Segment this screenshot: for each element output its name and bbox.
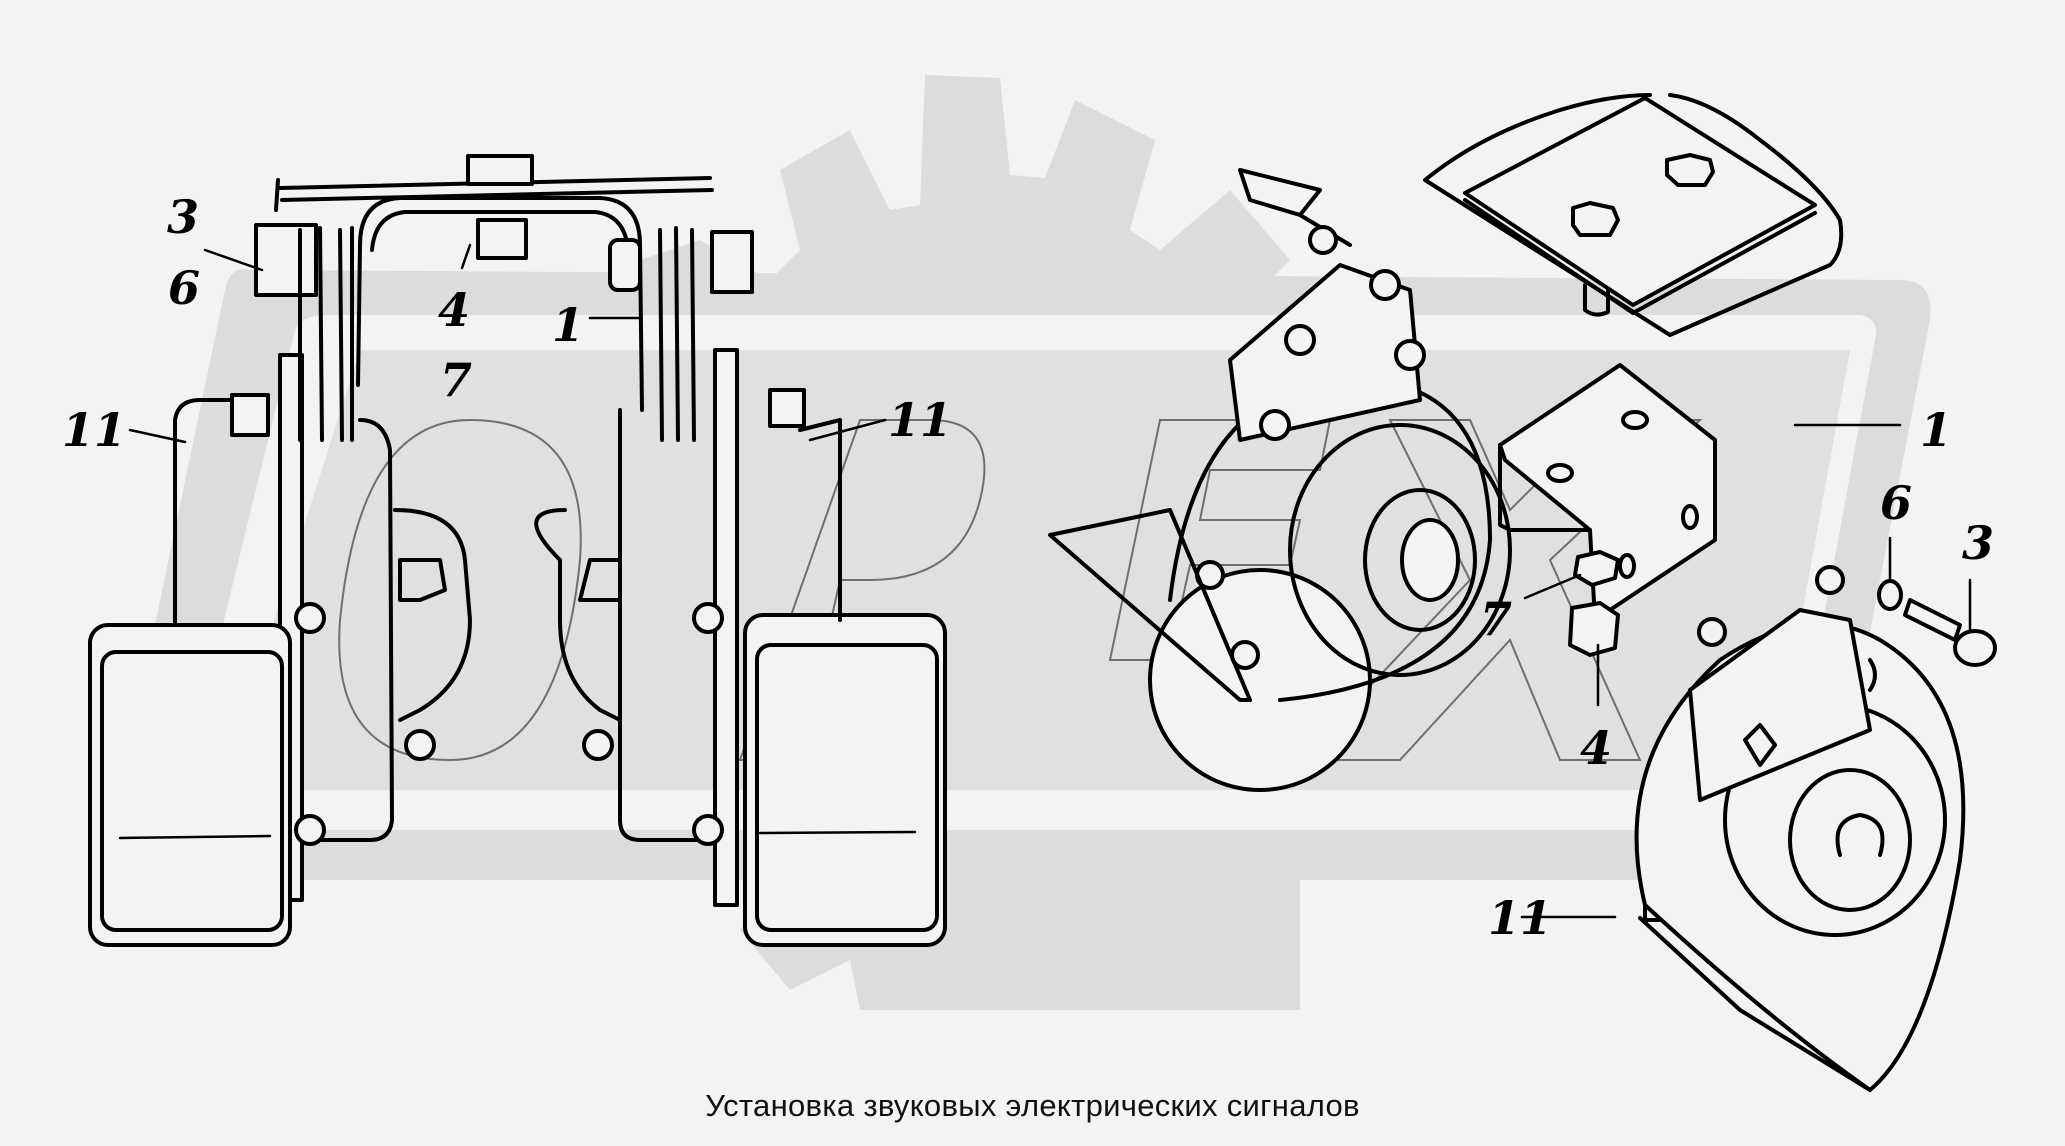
callout-3-left: 3 [167, 190, 200, 244]
plate-bolt-1 [1571, 201, 1620, 237]
callout-7-left: 7 [440, 353, 473, 407]
callout-3-right: 3 [1962, 516, 1995, 570]
bracket-1-right [1498, 363, 1717, 657]
horn-center-upper [1400, 518, 1460, 602]
right-fasteners [1877, 579, 1997, 667]
washer-6-right [1877, 579, 1903, 611]
left-assembly [88, 154, 947, 947]
callout-6-left: 6 [168, 261, 201, 315]
left-horn-trumpet [88, 623, 292, 947]
callout-4-left: 4 [438, 283, 471, 337]
callout-4-right: 4 [1580, 721, 1613, 775]
right-upper-horn [1048, 168, 1512, 792]
right-lower-horn [1634, 565, 1966, 1092]
left-leader-lines [128, 243, 887, 444]
callout-6-right: 6 [1880, 476, 1913, 530]
callout-1-left: 1 [552, 298, 585, 352]
bolt-3-shank [1903, 598, 1962, 642]
right-leader-lines [1520, 423, 1972, 919]
diagram-caption: Установка звуковых электрических сигнало… [705, 1088, 1360, 1123]
watermark-frame [109, 269, 1931, 881]
bolt-left-right [710, 230, 754, 294]
callout-7-right: 7 [1480, 592, 1513, 646]
nut-4-right [1568, 601, 1620, 657]
terminal-right [768, 388, 806, 428]
bolt-3-head [1953, 629, 1997, 667]
callout-11-left-b: 11 [888, 393, 953, 447]
right-horn-trumpet [743, 613, 947, 947]
terminal-left [230, 393, 270, 437]
nut-4-left [476, 218, 528, 260]
callout-11-left-a: 11 [62, 403, 127, 457]
bolt-3-left [254, 223, 318, 297]
top-bolt-head [466, 154, 534, 186]
washer-7-right [1573, 550, 1620, 587]
lower-horn-mounting-plate [1688, 608, 1872, 802]
plate-bolt-2 [1665, 153, 1715, 187]
callout-11-right: 11 [1488, 891, 1553, 945]
top-mounting-plate [1423, 93, 1844, 337]
washer-upper [1308, 225, 1338, 255]
callout-1-right: 1 [1920, 403, 1953, 457]
